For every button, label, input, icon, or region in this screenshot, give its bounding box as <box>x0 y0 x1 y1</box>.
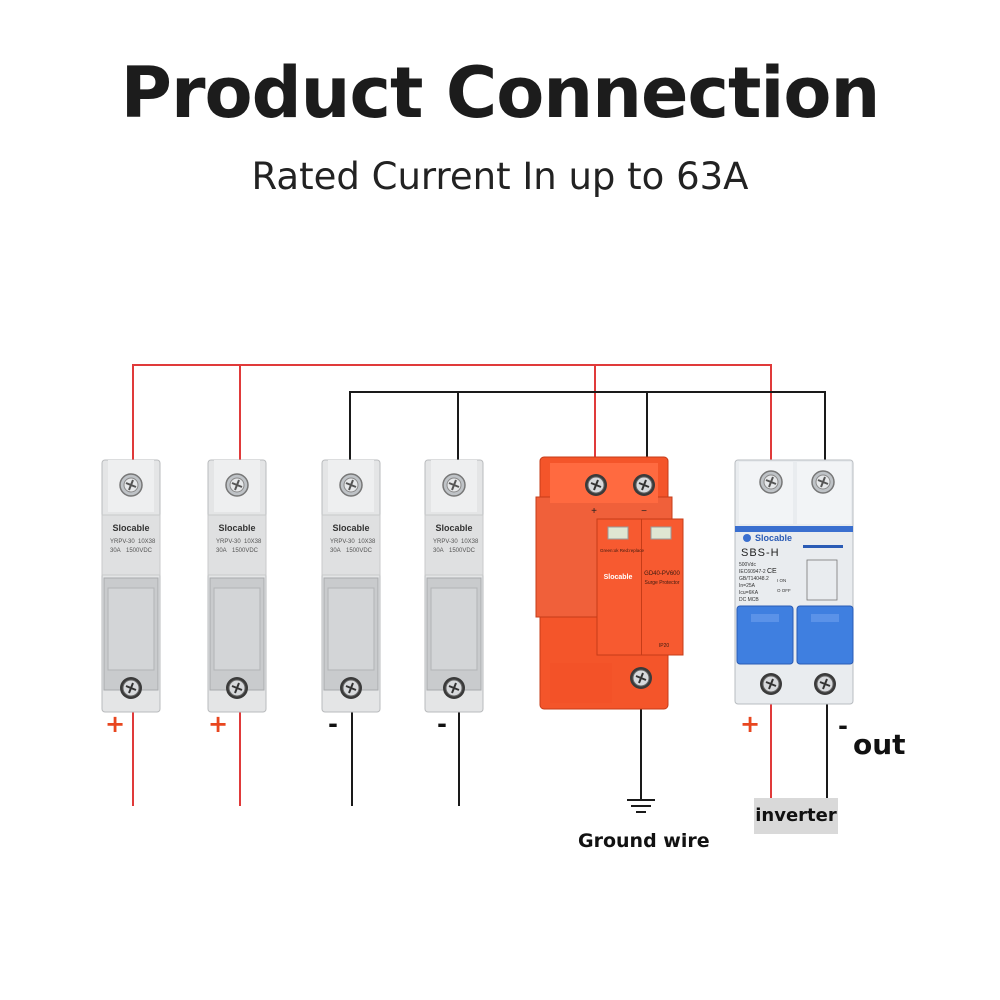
fuse-voltage: 1500VDC <box>126 548 153 554</box>
breaker-ce: CE <box>767 568 777 575</box>
fuse-voltage: 1500VDC <box>232 548 259 554</box>
breaker-spec-3: In=25A <box>739 583 756 589</box>
inverter-label: inverter <box>754 798 838 834</box>
fuse-size: 10X38 <box>358 539 376 545</box>
fuse-voltage: 1500VDC <box>449 548 476 554</box>
lower-wires <box>132 688 828 806</box>
fuse-rating: 30A <box>330 548 341 554</box>
breaker-brand: Slocable <box>755 533 792 543</box>
fuse-model: YRPV-30 <box>110 539 135 545</box>
breaker-on-label: I ON <box>777 578 786 583</box>
ground-icon <box>627 799 655 813</box>
spd-type: Surge Protector <box>644 580 679 586</box>
positive-bus-wire <box>132 364 772 470</box>
fuse-size: 10X38 <box>138 539 156 545</box>
fuse-holder-3: Slocable YRPV-30 10X38 30A 1500VDC <box>321 459 381 713</box>
page-subtitle: Rated Current In up to 63A <box>251 155 749 198</box>
positive-wires <box>132 364 772 470</box>
fuse-brand: Slocable <box>332 523 369 533</box>
spd-ip: IP20 <box>659 643 670 649</box>
polarity-sign-3: - <box>328 710 338 738</box>
fuse-brand: Slocable <box>218 523 255 533</box>
spd-terminal-plus: + <box>591 506 597 517</box>
fuse-size: 10X38 <box>461 539 479 545</box>
ground-wire-label: Ground wire <box>578 830 710 852</box>
fuse-model: YRPV-30 <box>216 539 241 545</box>
dc-breaker: Slocable SBS-H CE 500Vdc IEC60947-2 GB/T… <box>734 459 854 705</box>
fuse-brand: Slocable <box>112 523 149 533</box>
fuse-rating: 30A <box>110 548 121 554</box>
fuse-holder-4: Slocable YRPV-30 10X38 30A 1500VDC <box>424 459 484 713</box>
spd-brand: Slocable <box>604 574 633 581</box>
polarity-sign-2: + <box>208 710 229 738</box>
breaker-out-minus-sign: - <box>838 712 848 740</box>
breaker-spec-2: GB/T14048.2 <box>739 576 769 582</box>
fuse-model: YRPV-30 <box>330 539 355 545</box>
breaker-spec-0: 500Vdc <box>739 562 756 568</box>
fuse-voltage: 1500VDC <box>346 548 373 554</box>
fuse-size: 10X38 <box>244 539 262 545</box>
fuse-brand: Slocable <box>435 523 472 533</box>
polarity-sign-1: + <box>105 710 126 738</box>
spd-terminal-minus: − <box>641 506 647 517</box>
breaker-out-plus-sign: + <box>740 710 761 738</box>
fuse-rating: 30A <box>433 548 444 554</box>
breaker-spec-5: DC MCB <box>739 597 759 603</box>
fuse-model: YRPV-30 <box>433 539 458 545</box>
breaker-spec-4: Icu=6KA <box>739 590 759 596</box>
polarity-sign-4: - <box>437 710 447 738</box>
page-title: Product Connection <box>120 52 881 134</box>
out-label: out <box>853 728 906 761</box>
fuse-rating: 30A <box>216 548 227 554</box>
negative-bus-wire <box>349 391 826 470</box>
spd-model: GD40-PV600 <box>644 571 680 577</box>
breaker-model: SBS-H <box>741 547 780 559</box>
breaker-off-label: O OFF <box>777 588 791 593</box>
fuse-holder-2: Slocable YRPV-30 10X38 30A 1500VDC <box>207 459 267 713</box>
spd-indicator-text: Green:ok Red:replace <box>600 548 645 553</box>
fuse-holder-1: Slocable YRPV-30 10X38 30A 1500VDC <box>101 459 161 713</box>
surge-protector: + − Green:ok Red:replace Slocable GD40-P… <box>535 456 684 710</box>
breaker-spec-1: IEC60947-2 <box>739 569 766 575</box>
